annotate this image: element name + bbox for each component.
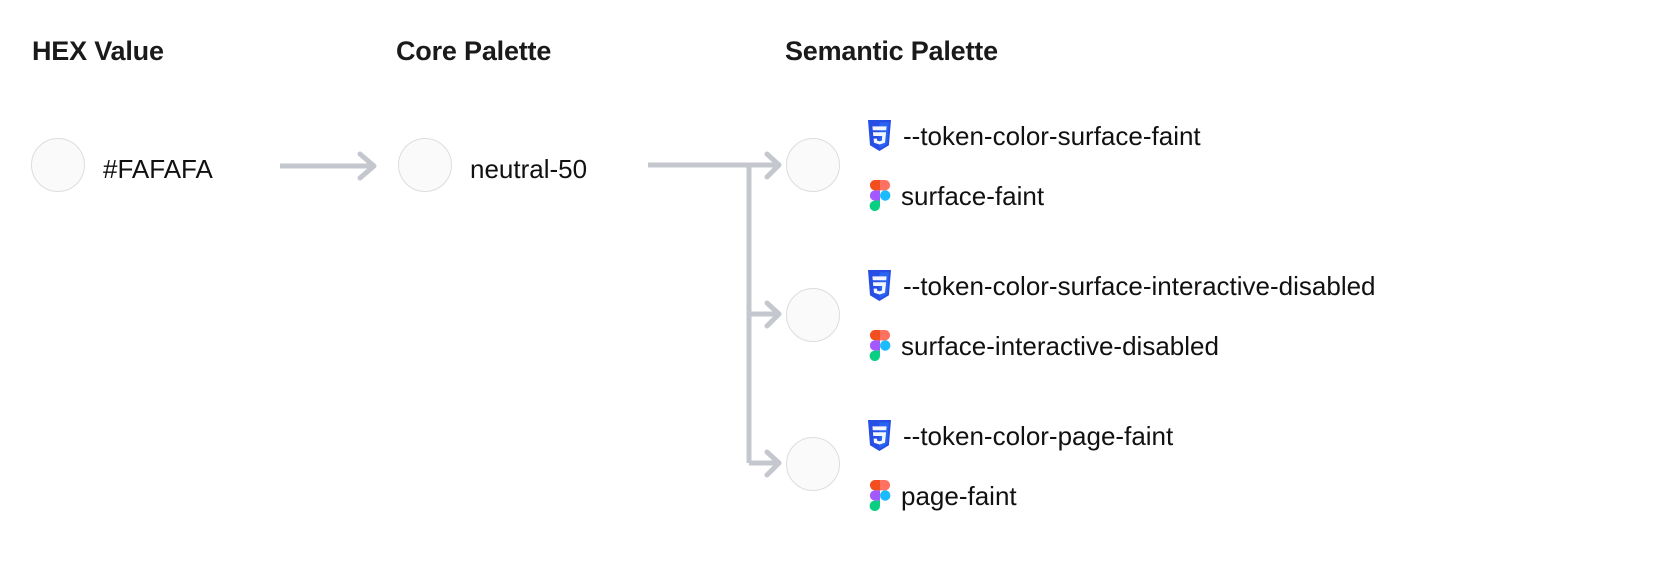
swatch-semantic-surface-interactive-disabled xyxy=(786,288,840,342)
css-token-label: --token-color-surface-faint xyxy=(903,120,1201,151)
css-token-label: --token-color-surface-interactive-disabl… xyxy=(903,270,1376,301)
figma-token-row: surface-faint xyxy=(869,180,1044,211)
figma-token-label: page-faint xyxy=(901,480,1017,511)
swatch-semantic-surface-faint xyxy=(786,138,840,192)
figma-token-row: page-faint xyxy=(869,480,1017,511)
column-heading-semantic-palette: Semantic Palette xyxy=(785,36,998,66)
column-heading-hex-value: HEX Value xyxy=(32,36,164,66)
figma-icon xyxy=(869,330,891,361)
css3-icon xyxy=(868,270,891,301)
column-heading-core-palette: Core Palette xyxy=(396,36,552,66)
arrow-hex-to-core xyxy=(280,151,377,181)
swatch-semantic-page-faint xyxy=(786,437,840,491)
figma-token-label: surface-interactive-disabled xyxy=(901,330,1219,361)
core-palette-label: neutral-50 xyxy=(470,154,588,184)
swatch-hex-value xyxy=(31,138,85,192)
hex-value-label: #FAFAFA xyxy=(103,154,213,184)
figma-token-row: surface-interactive-disabled xyxy=(869,330,1219,361)
figma-token-label: surface-faint xyxy=(901,180,1045,211)
css-token-row: --token-color-surface-faint xyxy=(866,120,1201,151)
branching-connector-core-to-semantic xyxy=(648,151,782,478)
css3-icon xyxy=(868,120,891,151)
css-token-row: --token-color-surface-interactive-disabl… xyxy=(866,270,1376,301)
figma-icon xyxy=(869,180,891,211)
swatch-core-palette xyxy=(398,138,452,192)
css-token-label: --token-color-page-faint xyxy=(903,420,1174,451)
css3-icon xyxy=(868,420,891,451)
figma-icon xyxy=(869,480,891,511)
css-token-row: --token-color-page-faint xyxy=(866,420,1173,451)
